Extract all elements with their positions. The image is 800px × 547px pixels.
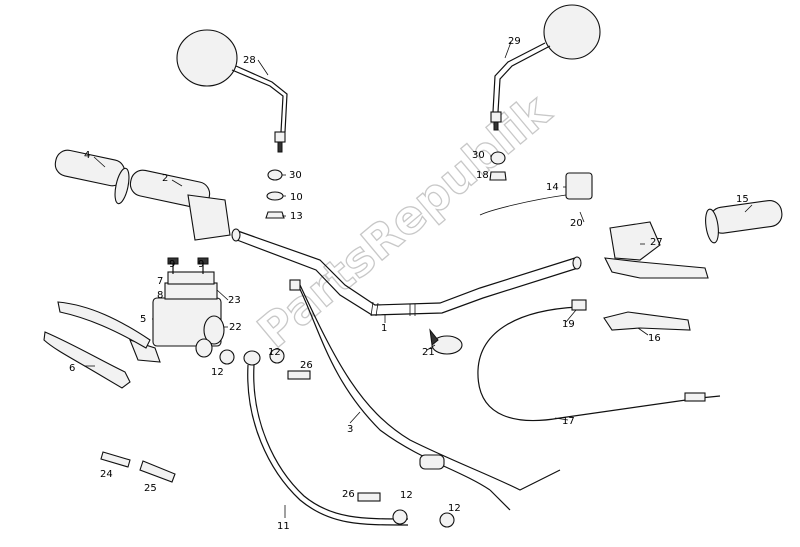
callout-29: 29 (508, 36, 521, 47)
kill-switch (479, 172, 593, 216)
left-mirror-hardware (265, 169, 285, 219)
clutch-cable (477, 299, 721, 422)
banjo-bolt-lower (357, 492, 381, 502)
callout-9b: 9 (198, 259, 204, 270)
callout-15: 15 (736, 194, 749, 205)
callout-3: 3 (347, 424, 353, 435)
callout-4: 4 (84, 150, 90, 161)
callout-28: 28 (243, 55, 256, 66)
callout-20: 20 (570, 218, 583, 229)
callout-30b: 30 (472, 150, 485, 161)
callout-7: 7 (157, 276, 163, 287)
callout-13: 13 (290, 211, 303, 222)
banjo-bolt-upper (287, 370, 311, 380)
clamp (429, 328, 463, 355)
callout-17: 17 (562, 416, 575, 427)
leader-lines (84, 41, 753, 518)
callout-labels: 1 2 3 4 5 6 7 8 9 9 10 11 12 12 12 12 13… (69, 36, 749, 532)
callout-12b: 12 (268, 347, 281, 358)
front-brake-lever (57, 301, 151, 349)
callout-14: 14 (546, 182, 559, 193)
callout-12d: 12 (448, 503, 461, 514)
bleeder-screw (100, 451, 131, 468)
washer-upper (219, 348, 285, 365)
callout-10: 10 (290, 192, 303, 203)
brake-hose (243, 350, 409, 526)
callout-30a: 30 (289, 170, 302, 181)
callout-19: 19 (562, 319, 575, 330)
callout-24: 24 (100, 469, 113, 480)
callout-8: 8 (157, 290, 163, 301)
washer-lower (392, 509, 455, 528)
callout-21: 21 (422, 347, 435, 358)
rear-brake-lever (603, 311, 691, 331)
right-switch (604, 221, 709, 279)
callout-1: 1 (381, 323, 387, 334)
callout-11: 11 (277, 521, 290, 532)
master-cylinder (129, 257, 225, 363)
callout-22: 22 (229, 322, 242, 333)
throttle-grip (129, 169, 231, 241)
right-grip (705, 199, 783, 244)
callout-27: 27 (650, 237, 663, 248)
callout-2: 2 (162, 173, 168, 184)
callout-16: 16 (648, 333, 661, 344)
right-mirror (490, 4, 601, 131)
handlebar (231, 228, 582, 317)
left-mirror (176, 29, 288, 153)
right-mirror-hardware (489, 151, 507, 181)
callout-6: 6 (69, 363, 75, 374)
callout-5: 5 (140, 314, 146, 325)
cap-25 (139, 460, 176, 483)
left-grip (54, 149, 130, 205)
callout-25: 25 (144, 483, 157, 494)
callout-26a: 26 (300, 360, 313, 371)
throttle-cable (289, 279, 561, 511)
callout-23: 23 (228, 295, 241, 306)
lever-6 (43, 331, 131, 389)
callout-12c: 12 (400, 490, 413, 501)
callout-18: 18 (476, 170, 489, 181)
callout-9a: 9 (169, 259, 175, 270)
callout-12a: 12 (211, 367, 224, 378)
callout-26b: 26 (342, 489, 355, 500)
